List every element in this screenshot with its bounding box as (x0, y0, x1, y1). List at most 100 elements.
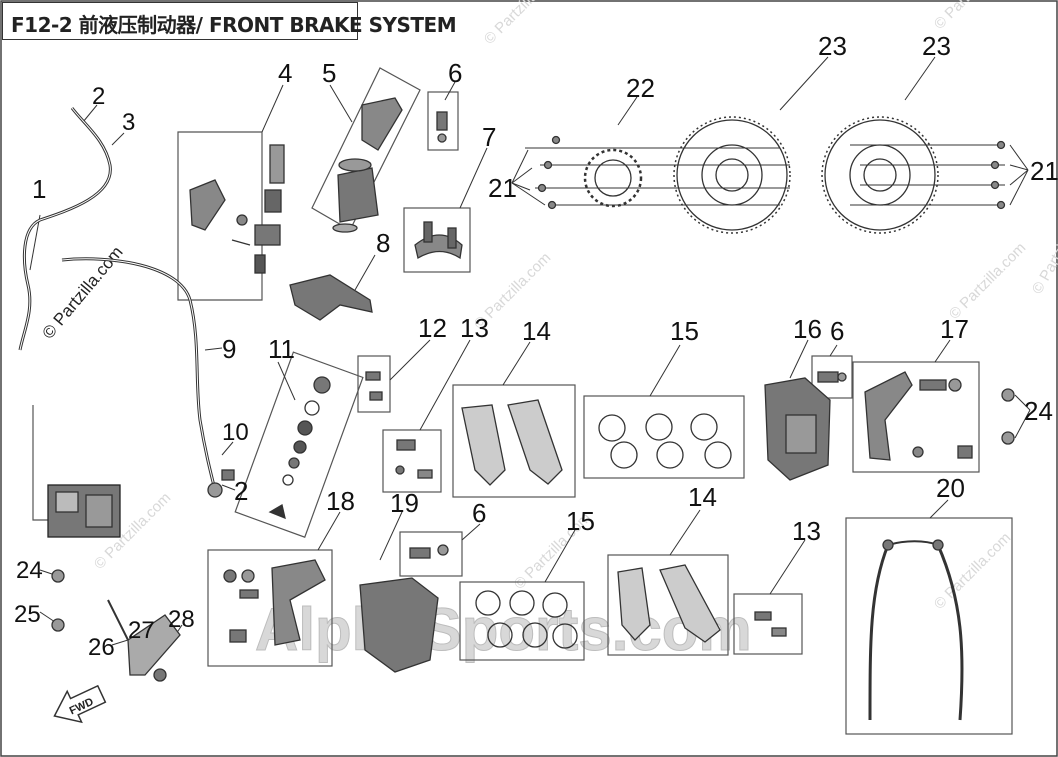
callout-13-bottom: 13 (792, 516, 821, 546)
abs-unit (47, 484, 121, 538)
watermark-partzilla: © Partzilla.com (481, 0, 564, 48)
bleed-screw-bottom (409, 544, 449, 559)
callout-14: 14 (522, 316, 551, 346)
pad-pin-12 (365, 371, 383, 401)
callout-26: 26 (88, 634, 115, 661)
callout-13: 13 (460, 313, 489, 343)
box-4 (177, 131, 263, 301)
callout-24-right: 24 (1024, 396, 1053, 426)
watermark-partzilla: © Partzilla.com (931, 529, 1014, 612)
title-box: F12-2 前液压制动器/ FRONT BRAKE SYSTEM (2, 2, 457, 40)
box-7 (403, 207, 471, 273)
callout-6-bottom: 6 (472, 498, 486, 528)
callout-28: 28 (168, 606, 195, 633)
leader-lines (29, 56, 1031, 646)
callout-18: 18 (326, 486, 355, 516)
callout-23-right: 23 (922, 31, 951, 61)
callout-21-left: 21 (488, 173, 517, 203)
callout-21-right: 21 (1030, 156, 1058, 186)
brake-lever (289, 274, 373, 321)
box-15-top (583, 395, 745, 479)
handlebar-clamp (414, 221, 463, 260)
callout-10: 10 (222, 419, 249, 446)
bolts-left (51, 569, 65, 632)
callout-16: 16 (793, 314, 822, 344)
watermark-alphasports: AlphaSports.com (255, 596, 752, 663)
brake-rotor-left (673, 116, 791, 234)
banjo-bolt (207, 469, 235, 498)
brake-hose-9-inner (61, 258, 216, 491)
seal-kit (268, 376, 331, 520)
callout-14-bottom: 14 (688, 482, 717, 512)
callout-8: 8 (376, 228, 390, 258)
box-13-top (382, 429, 442, 493)
brake-pads-bottom (617, 564, 721, 643)
callout-3: 3 (122, 109, 135, 136)
callout-15-bottom: 15 (566, 506, 595, 536)
callout-25: 25 (14, 601, 41, 628)
abs-tone-ring-22 (583, 148, 643, 208)
bleed-screw-top (436, 111, 448, 143)
callout-27: 27 (128, 617, 155, 644)
callout-20: 20 (936, 473, 965, 503)
bolts-24-right (1001, 388, 1015, 445)
parts (18, 97, 1015, 721)
callout-numbers: 1 2 3 4 5 6 7 8 9 10 2 11 12 13 14 15 16… (14, 31, 1058, 661)
box-17 (852, 361, 980, 473)
brake-hoses-20 (868, 539, 964, 721)
callout-4: 4 (278, 58, 292, 88)
box-5 (311, 67, 421, 231)
reservoir (332, 97, 403, 233)
callout-22: 22 (626, 73, 655, 103)
box-13-bottom (733, 593, 803, 655)
brake-pads-top (461, 399, 563, 486)
callout-6: 6 (448, 58, 462, 88)
caliper-16-face (785, 414, 817, 454)
callout-2: 2 (92, 83, 105, 110)
caliper-19 (359, 577, 439, 673)
callout-7: 7 (482, 122, 496, 152)
callout-19: 19 (390, 488, 419, 518)
callout-23-left: 23 (818, 31, 847, 61)
pad-spring-13-bottom (754, 611, 787, 637)
box-12 (357, 355, 391, 413)
caliper-bracket-18 (223, 559, 326, 646)
callout-15: 15 (670, 316, 699, 346)
box-6-right (811, 355, 853, 399)
box-11 (234, 351, 364, 538)
callout-2-lower: 2 (234, 476, 248, 506)
brake-rotor-right (821, 116, 939, 234)
watermark-partzilla: © Partzilla.com (1029, 201, 1058, 297)
group-boxes (32, 67, 1013, 735)
caliper-pistons-bottom (475, 590, 578, 649)
callout-1: 1 (32, 174, 46, 204)
callout-5: 5 (322, 58, 336, 88)
fwd-arrow: FWD (53, 684, 107, 724)
box-6-bottom (399, 531, 463, 577)
callout-12: 12 (418, 313, 447, 343)
box-18 (207, 549, 333, 667)
watermark-partzilla: © Partzilla.com (946, 239, 1029, 322)
callout-11: 11 (268, 334, 295, 364)
callout-17: 17 (940, 314, 969, 344)
box-20 (845, 517, 1013, 735)
watermark-partzilla: © Partzilla.com (931, 0, 1014, 33)
brake-hose-1-inner (19, 107, 111, 351)
rotor-bolt-leaders (511, 144, 1029, 206)
diagram-title: F12-2 前液压制动器/ FRONT BRAKE SYSTEM (11, 13, 457, 37)
callout-24-left: 24 (16, 557, 43, 584)
caliper-bracket-17 (864, 371, 973, 461)
bleed-screw-right (817, 371, 847, 383)
box-14-bottom (607, 554, 729, 656)
pad-spring-13 (395, 439, 433, 479)
rotor-bolts (537, 135, 1006, 210)
speed-sensor-bracket (107, 599, 181, 682)
caliper-pistons-top (598, 413, 732, 469)
box-15-bottom (459, 581, 585, 661)
box-6-top (427, 91, 459, 151)
callout-9: 9 (222, 334, 236, 364)
callout-6-right: 6 (830, 316, 844, 346)
master-cylinder-parts (189, 144, 285, 274)
